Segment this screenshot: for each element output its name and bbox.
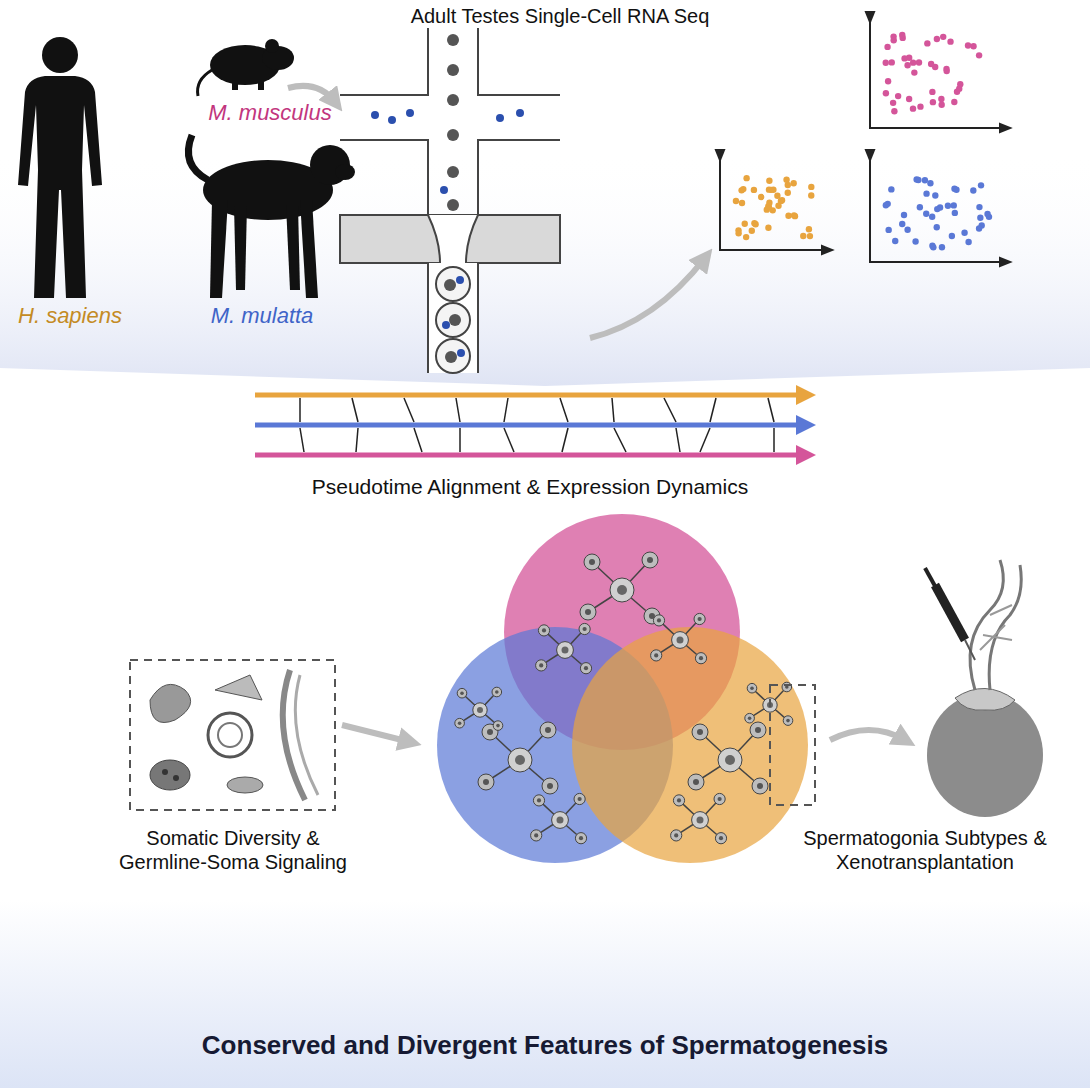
flow-arrow (288, 86, 335, 102)
venn-circles (437, 514, 808, 863)
scatter-dots (883, 176, 993, 250)
scatter-dots (733, 175, 815, 240)
flow-arrow (830, 730, 905, 740)
flow-arrow (590, 258, 705, 338)
human-silhouette (18, 37, 102, 298)
mouse-silhouette (198, 39, 294, 96)
somatic-cells-box (130, 660, 335, 810)
section-heading: Adult Testes Single-Cell RNA Seq (350, 4, 770, 28)
spermatogonia-box (770, 685, 815, 805)
panel-label: Somatic Diversity & Germline-Soma Signal… (108, 826, 358, 874)
species-label: H. sapiens (5, 303, 135, 329)
scatter-dots (883, 32, 983, 115)
title: Conserved and Divergent Features of Sper… (10, 1030, 1080, 1061)
scatter-axes (720, 22, 1010, 262)
panel-label: Spermatogonia Subtypes & Xenotransplanta… (780, 826, 1070, 874)
bottom-ground (0, 900, 1090, 1088)
microfluidic-chip (340, 28, 560, 373)
panel-label: Pseudotime Alignment & Expression Dynami… (270, 474, 790, 499)
flow-arrow (342, 725, 410, 742)
germ-cell-lineages (455, 552, 793, 844)
monkey-silhouette (188, 135, 355, 298)
scatter-dots (733, 32, 992, 251)
pseudotime-lines (255, 385, 816, 465)
testis-xenograft (925, 560, 1043, 817)
species-label: M. musculus (195, 100, 345, 126)
top-ground (0, 150, 1090, 386)
species-label: M. mulatta (187, 303, 337, 329)
